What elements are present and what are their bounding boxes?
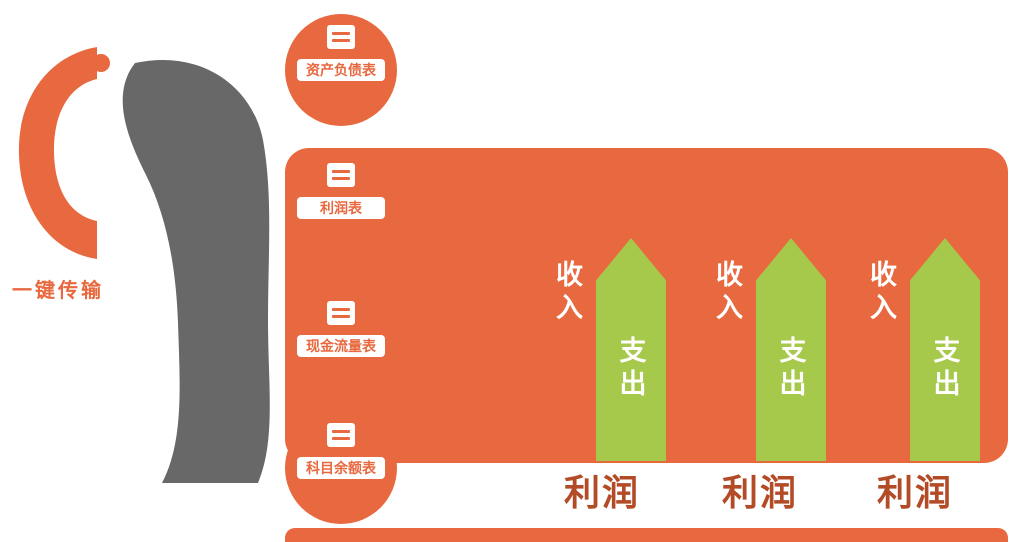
result-label: 利润 xyxy=(721,472,798,513)
expense-bar: 支出 xyxy=(910,238,980,461)
report-icon xyxy=(327,25,355,49)
brand-logo-icon xyxy=(18,47,110,259)
expense-label: 支出 xyxy=(929,336,960,402)
income-label: 收入 xyxy=(552,260,582,326)
report-icon xyxy=(327,301,355,325)
bottom-banner xyxy=(285,528,1008,542)
logo-caption: 一键传输 xyxy=(12,280,104,302)
report-node-income-statement: 利润表 xyxy=(285,152,397,264)
report-label: 现金流量表 xyxy=(297,335,385,357)
income-label: 收入 xyxy=(712,260,742,326)
report-node-account-balance: 科目余额表 xyxy=(285,412,397,524)
result-label: 利润 xyxy=(563,472,640,513)
expense-label: 支出 xyxy=(775,336,806,402)
report-label: 资产负债表 xyxy=(297,59,385,81)
result-label: 利润 xyxy=(876,472,953,513)
report-icon xyxy=(327,423,355,447)
report-label: 利润表 xyxy=(297,197,385,219)
report-icon xyxy=(327,163,355,187)
report-node-balance-sheet: 资产负债表 xyxy=(285,14,397,126)
expense-label: 支出 xyxy=(615,336,646,402)
expense-bar: 支出 xyxy=(756,238,826,461)
income-label: 收入 xyxy=(866,260,896,326)
report-node-cash-flow: 现金流量表 xyxy=(285,290,397,402)
transfer-arrow-icon xyxy=(122,59,270,483)
expense-bar: 支出 xyxy=(596,238,666,461)
report-label: 科目余额表 xyxy=(297,457,385,479)
